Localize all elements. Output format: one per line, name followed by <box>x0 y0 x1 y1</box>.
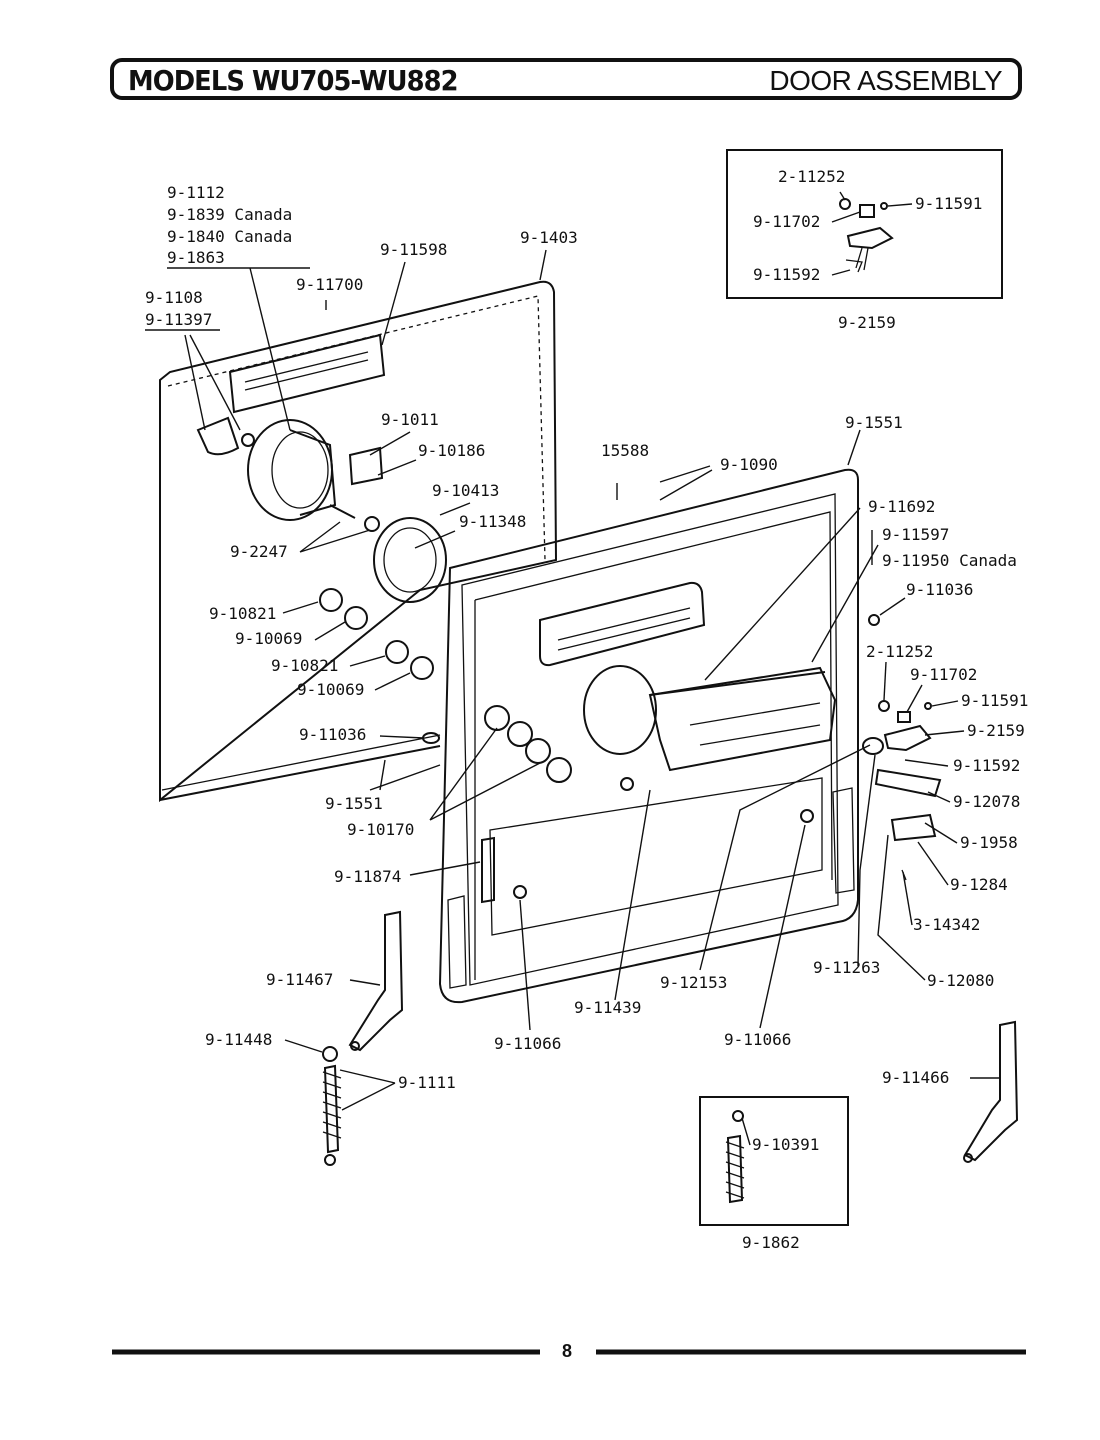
part-callout: 9-11467 <box>266 970 333 989</box>
section-title: DOOR ASSEMBLY <box>769 65 1002 96</box>
part-callout: 9-10391 <box>752 1135 819 1154</box>
part-callout: 9-12153 <box>660 973 727 992</box>
header-box: MODELS WU705-WU882 DOOR ASSEMBLY <box>110 58 1022 100</box>
part-callout: 9-11700 <box>296 275 363 294</box>
part-callout: 9-2159 <box>967 721 1025 740</box>
part-callout: 9-1112 <box>167 183 225 202</box>
right-hinge-arm <box>963 1020 1019 1163</box>
part-callout: 9-10413 <box>432 481 499 500</box>
page-number: 8 <box>562 1341 572 1361</box>
part-callout: 9-10186 <box>418 441 485 460</box>
latch-kit-inset <box>726 149 1003 299</box>
part-callout: 9-1111 <box>398 1073 456 1092</box>
outer-door-panel <box>438 468 859 1004</box>
spring-kit-inset <box>699 1096 849 1226</box>
part-callout: 9-11036 <box>299 725 366 744</box>
part-callout: 9-1011 <box>381 410 439 429</box>
part-callout: 9-11066 <box>724 1030 791 1049</box>
part-callout: 9-1284 <box>950 875 1008 894</box>
part-callout: 15588 <box>601 441 649 460</box>
part-callout: 9-11702 <box>910 665 977 684</box>
part-callout: 9-1958 <box>960 833 1018 852</box>
part-callout: 9-11348 <box>459 512 526 531</box>
spring-kit-caption: 9-1862 <box>742 1233 800 1252</box>
part-callout: 9-10170 <box>347 820 414 839</box>
spring-kit-drawing <box>725 1110 745 1204</box>
leader-lines <box>145 191 1000 1146</box>
latch-kit-drawing <box>839 198 894 273</box>
part-callout: 9-11066 <box>494 1034 561 1053</box>
part-callout: 3-14342 <box>913 915 980 934</box>
part-callout: 9-10069 <box>235 629 302 648</box>
part-callout: 9-2247 <box>230 542 288 561</box>
part-callout: 9-11263 <box>813 958 880 977</box>
part-callout: 9-1403 <box>520 228 578 247</box>
part-callout: 9-11598 <box>380 240 447 259</box>
part-callout: 9-11597 <box>882 525 949 544</box>
part-callout: 9-1551 <box>325 794 383 813</box>
part-callout: 9-11592 <box>753 265 820 284</box>
part-callout: 9-11448 <box>205 1030 272 1049</box>
part-callout: 9-10069 <box>297 680 364 699</box>
part-callout: 9-12080 <box>927 971 994 990</box>
part-callout: 2-11252 <box>866 642 933 661</box>
part-callout: 9-11592 <box>953 756 1020 775</box>
part-callout: 9-1839 Canada <box>167 205 292 224</box>
part-callout: 9-11397 <box>145 310 212 329</box>
part-callout: 9-10821 <box>209 604 276 623</box>
part-callout: 9-11466 <box>882 1068 949 1087</box>
part-callout: 9-1863 <box>167 248 225 267</box>
latch-kit-caption: 9-2159 <box>838 313 896 332</box>
part-callout: 9-11036 <box>906 580 973 599</box>
part-callout: 9-11874 <box>334 867 401 886</box>
part-callout: 9-1108 <box>145 288 203 307</box>
callout-labels: 9-1112 9-1839 Canada 9-1840 Canada 9-1863 9-… <box>145 167 1028 1154</box>
part-callout: 9-1840 Canada <box>167 227 292 246</box>
models-title: MODELS WU705-WU882 <box>128 64 459 97</box>
left-hinge-arm <box>322 910 404 1166</box>
part-callout: 9-11950 Canada <box>882 551 1017 570</box>
part-callout: 9-11692 <box>868 497 935 516</box>
part-callout: 9-1090 <box>720 455 778 474</box>
part-callout: 9-11591 <box>961 691 1028 710</box>
part-callout: 9-11439 <box>574 998 641 1017</box>
part-callout: 2-11252 <box>778 167 845 186</box>
part-callout: 9-12078 <box>953 792 1020 811</box>
inner-door-panel <box>159 280 558 803</box>
part-callout: 9-10821 <box>271 656 338 675</box>
part-callout: 9-11591 <box>915 194 982 213</box>
part-callout: 9-1551 <box>845 413 903 432</box>
part-callout: 9-11702 <box>753 212 820 231</box>
